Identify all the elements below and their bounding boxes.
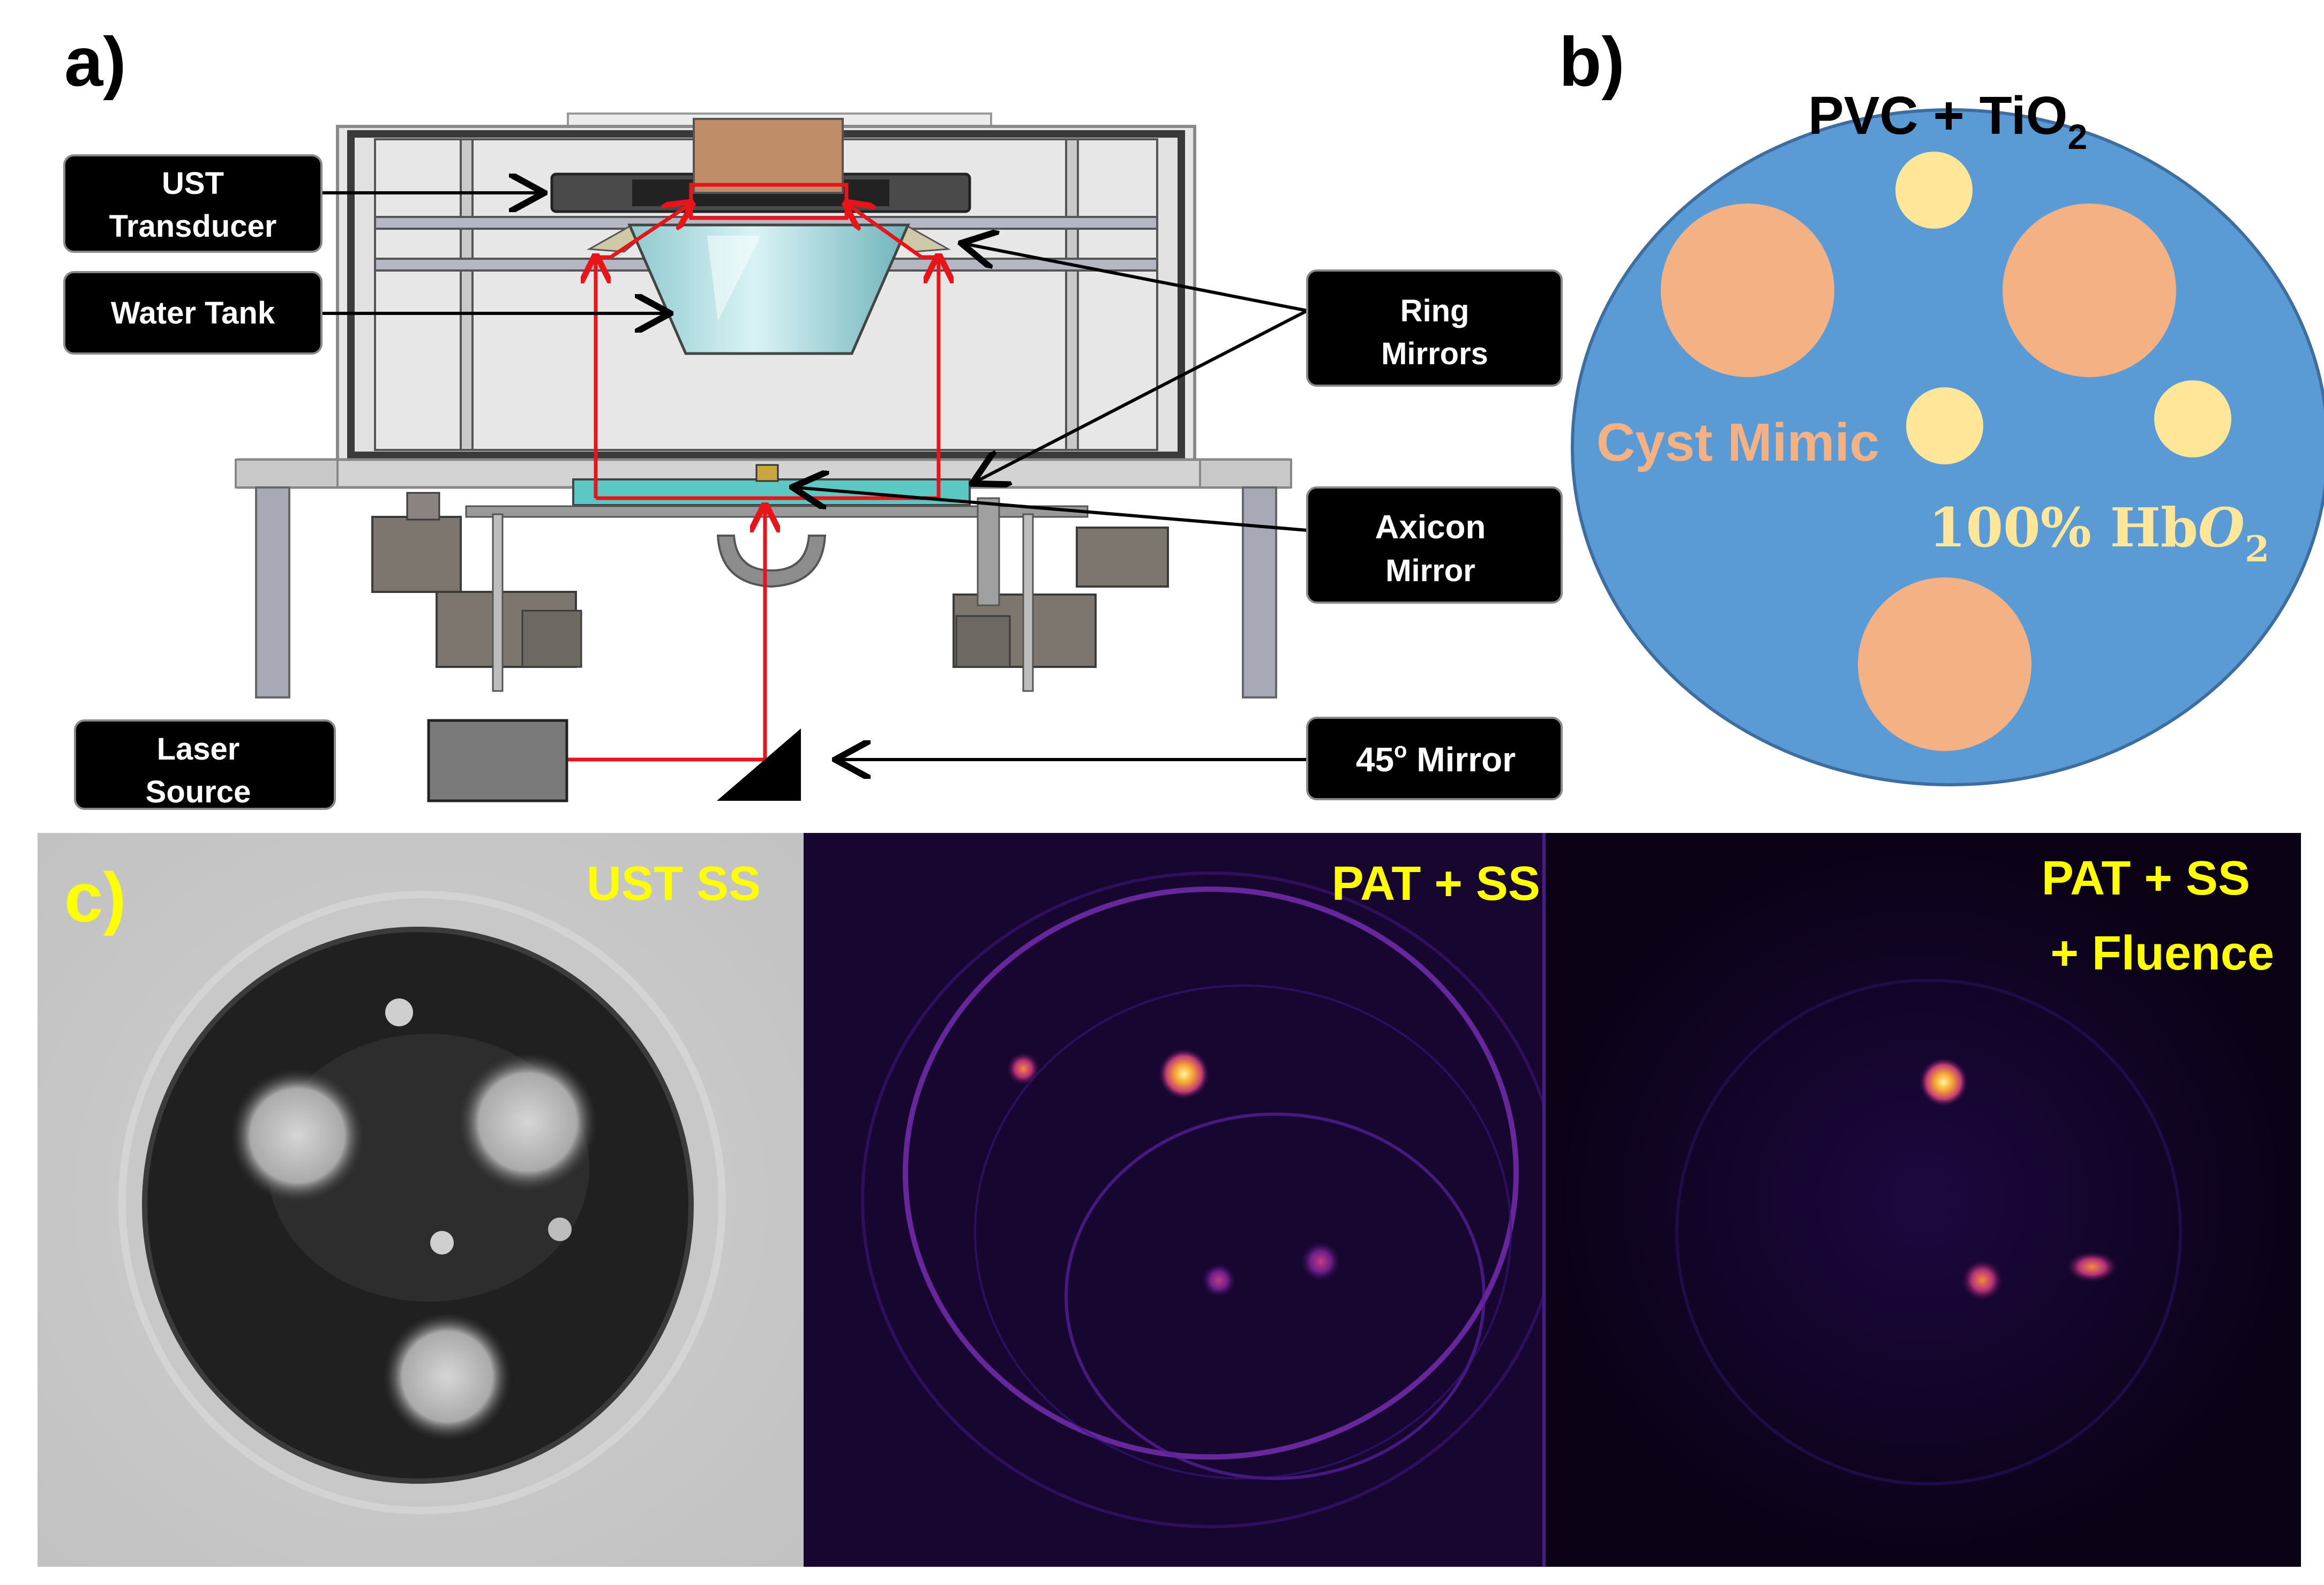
callout-arrows [321, 193, 1308, 760]
label-hbo2: 100% HbO2 [1929, 496, 2269, 570]
callout-45-sup: o [1394, 739, 1407, 762]
label-pat-ss-fluence-line2: + Fluence [2050, 927, 2274, 980]
callout-axicon-mirror: Axicon Mirror [1306, 486, 1563, 604]
image-pat-ss-fluence [1542, 833, 2301, 1567]
callout-laser-line2: Source [146, 775, 251, 809]
callout-water-tank-label: Water Tank [111, 296, 275, 330]
hbo2-inclusion-top [1895, 152, 1973, 229]
callout-axicon-line1: Axicon [1375, 509, 1486, 546]
panel-b: b) PVC + TiO2 Cyst Mimic 100% HbO2 [1559, 22, 2324, 786]
cyst-mimic-bottom [1858, 577, 2031, 751]
label-hbo2-main: 100% Hb [1929, 496, 2198, 559]
cyst-mimic-right [2003, 204, 2176, 377]
callout-ring-line2: Mirrors [1381, 336, 1488, 371]
hbo2-inclusion-right [2154, 380, 2231, 457]
callout-laser-source: Laser Source [74, 719, 336, 810]
callout-ust-line2: Transducer [109, 209, 277, 244]
image-pat-ss [804, 833, 1561, 1567]
label-pvc-sub: 2 [2067, 117, 2087, 156]
callout-ust-transducer: UST Transducer [63, 154, 323, 253]
callout-ring-mirrors: Ring Mirrors [1306, 269, 1563, 387]
callout-45-rest: Mirror [1407, 740, 1516, 779]
panel-a-letter: a) [64, 22, 126, 101]
label-hbo2-italic: O [2198, 496, 2245, 559]
label-cyst-mimic: Cyst Mimic [1596, 412, 1879, 472]
scanner-cad-drawing [235, 112, 1292, 698]
laser-source-box [427, 719, 568, 802]
laser-beam-path [568, 183, 939, 762]
panel-c: c) UST SS PAT + SS PAT + SS + Fluence [38, 833, 2301, 1567]
label-hbo2-sub: 2 [2245, 528, 2269, 570]
panel-c-letter: c) [64, 858, 126, 936]
callout-ust-line1: UST [162, 166, 224, 201]
callout-45-label: 45o Mirror [1356, 739, 1516, 779]
label-pvc-main: PVC + TiO [1808, 86, 2067, 146]
panel-a: a) [63, 22, 1563, 810]
image-ust-ss [38, 833, 804, 1567]
label-pat-ss-fluence-line1: PAT + SS [2042, 852, 2250, 905]
callout-laser-line1: Laser [157, 732, 240, 767]
label-ust-ss: UST SS [587, 857, 761, 911]
callout-water-tank: Water Tank [63, 271, 323, 355]
hbo2-inclusion-center [1906, 387, 1983, 464]
callout-45-mirror: 45o Mirror [1306, 717, 1563, 800]
label-pvc-tio2: PVC + TiO2 [1808, 86, 2087, 156]
callout-axicon-line2: Mirror [1385, 553, 1475, 588]
callout-45-num: 45 [1356, 740, 1394, 779]
cyst-mimic-left [1661, 204, 1834, 377]
callout-ring-line1: Ring [1400, 294, 1470, 328]
mirror-45 [717, 728, 801, 801]
panel-b-letter: b) [1559, 22, 1625, 101]
label-pat-ss: PAT + SS [1332, 857, 1540, 911]
